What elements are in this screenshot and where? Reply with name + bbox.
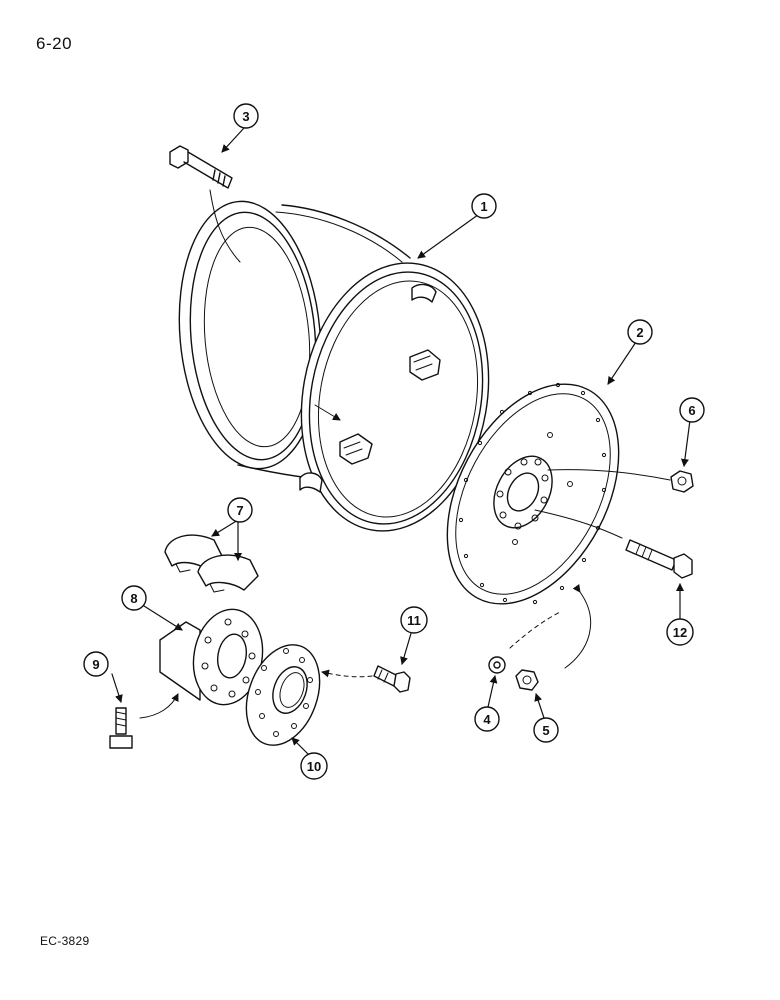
callout-11: 11 [400,606,428,634]
callout-5: 5 [533,717,559,743]
callout-label: 6 [688,403,695,418]
callout-2: 2 [627,319,653,345]
nut-6 [670,470,694,493]
hub-flange [245,644,321,746]
callout-7: 7 [227,497,253,523]
figure-code: EC-3829 [40,934,90,948]
callout-label: 10 [307,759,321,774]
callout-8: 8 [121,585,147,611]
wheel-disc [446,382,671,605]
callout-4: 4 [474,706,500,732]
callout-label: 1 [480,199,487,214]
callout-label: 4 [483,712,491,727]
callout-label: 5 [542,723,549,738]
callout-label: 11 [407,613,421,628]
callout-9: 9 [83,651,109,677]
callout-1: 1 [471,193,497,219]
callout-label: 8 [130,591,137,606]
callout-label: 9 [92,657,99,672]
washer [488,656,506,674]
callout-6: 6 [679,397,705,423]
callout-label: 3 [242,109,249,124]
clamp-halves [164,534,259,593]
flange-bolt [373,665,411,693]
rim-bolt [169,145,233,189]
callouts: 1 2 3 4 5 6 7 8 9 10 11 12 [83,103,705,780]
nut-5 [515,669,539,691]
callout-label: 2 [636,325,643,340]
wheel-rim [178,200,490,532]
hub [159,608,264,706]
disc-bolt [625,539,693,579]
callout-12: 12 [666,618,694,646]
leader-lines [111,127,691,757]
hub-bolt [109,707,133,749]
callout-3: 3 [233,103,259,129]
callout-label: 7 [236,503,243,518]
page-number: 6-20 [36,34,73,53]
callout-label: 12 [673,625,687,640]
callout-10: 10 [300,752,328,780]
